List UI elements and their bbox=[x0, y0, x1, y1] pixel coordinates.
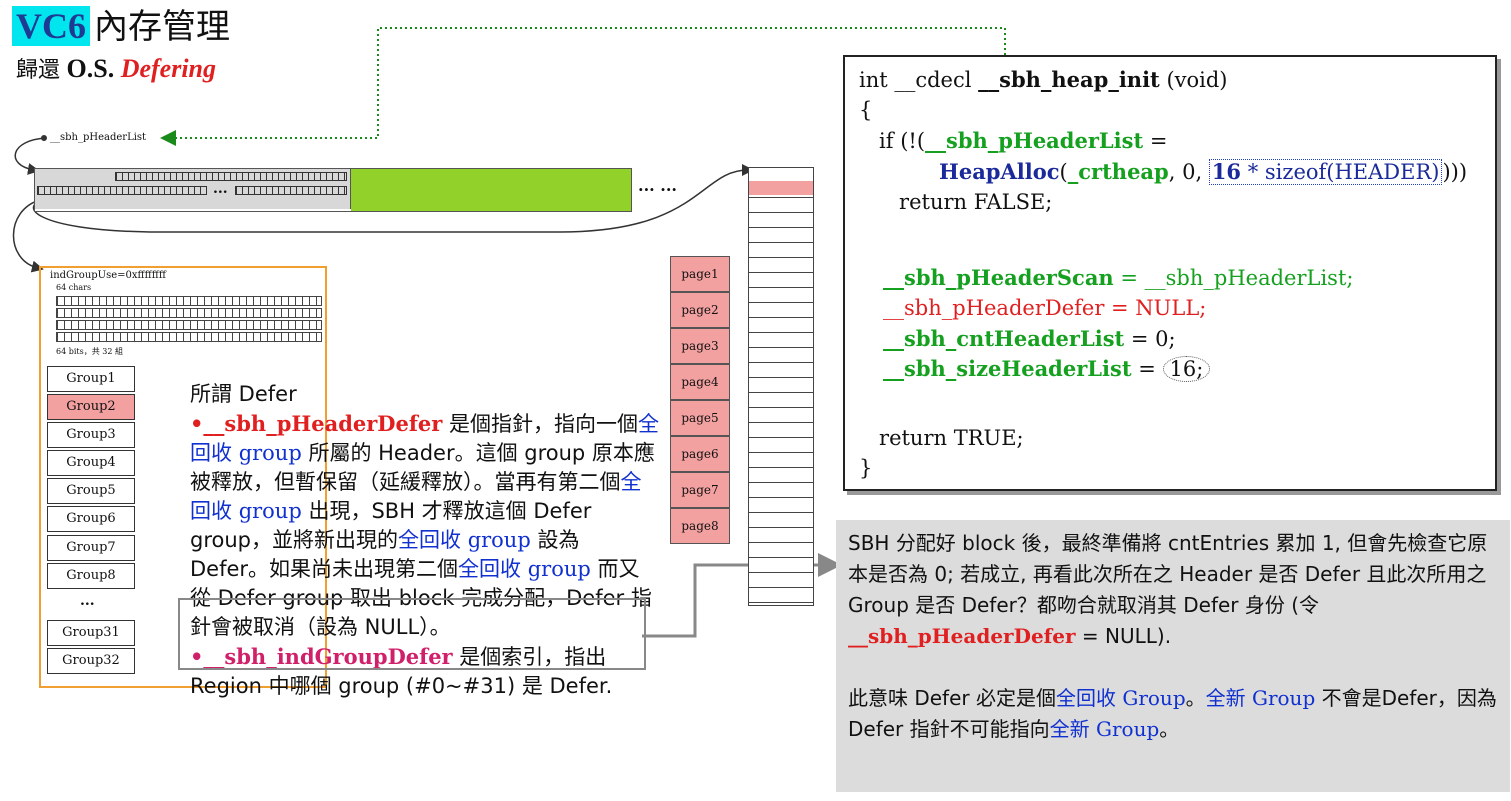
band-ellipsis: ... ... bbox=[638, 176, 677, 195]
page-item: page2 bbox=[670, 292, 730, 328]
group-32: Group32 bbox=[47, 648, 135, 674]
header-band: ... bbox=[34, 168, 632, 212]
var-ind-group-defer: •__sbh_indGroupDefer bbox=[190, 644, 453, 669]
code-line-4: HeapAlloc(_crtheap, 0, 16 * sizeof(HEADE… bbox=[939, 159, 1468, 185]
code-line-12: return TRUE; bbox=[859, 426, 1024, 450]
band-green-part bbox=[351, 169, 631, 211]
subtitle: 歸還 O.S. Defering bbox=[16, 54, 216, 86]
desc-heading: 所謂 Defer bbox=[190, 382, 297, 406]
group-7: Group7 bbox=[47, 535, 135, 561]
region-box bbox=[39, 266, 327, 688]
code-line-5: return FALSE; bbox=[859, 190, 1053, 214]
page-item: page3 bbox=[670, 328, 730, 364]
page-item: page7 bbox=[670, 472, 730, 508]
code-line-3: if (!(__sbh_pHeaderList = bbox=[859, 128, 1168, 153]
code-line-9: __sbh_cntHeaderList = 0; bbox=[883, 326, 1176, 351]
code-line-1: int __cdecl __sbh_heap_init (void) bbox=[859, 67, 1228, 92]
header-list-label: __sbh_pHeaderList bbox=[50, 132, 147, 143]
subtitle-defering: Defering bbox=[120, 54, 217, 83]
page-item: page4 bbox=[670, 364, 730, 400]
code-line-2: { bbox=[859, 98, 873, 122]
desc-bullet-1: •__sbh_pHeaderDefer 是個指針，指向一個全回收 group 所… bbox=[190, 411, 660, 639]
highlight-frame bbox=[178, 598, 646, 670]
band-gray-part: ... bbox=[35, 169, 351, 209]
band-cells-top bbox=[115, 172, 347, 181]
group-31: Group31 bbox=[47, 620, 135, 646]
code-line-8: __sbh_pHeaderDefer = NULL; bbox=[883, 296, 1207, 320]
group-6: Group6 bbox=[47, 506, 135, 532]
page-list: page1 page2 page3 page4 page5 page6 page… bbox=[670, 256, 730, 544]
group-4: Group4 bbox=[47, 450, 135, 476]
band-cells-right bbox=[235, 186, 347, 195]
group-5: Group5 bbox=[47, 478, 135, 504]
page-item: page5 bbox=[670, 400, 730, 436]
headerlist-link bbox=[14, 137, 47, 175]
band-inner-ellipsis: ... bbox=[213, 181, 228, 197]
page-item: page8 bbox=[670, 508, 730, 544]
subtitle-prefix: 歸還 bbox=[16, 58, 61, 83]
title-highlight: VC6 bbox=[12, 6, 90, 46]
note-para-2: 此意味 Defer 必定是個全回收 Group。全新 Group 不會是Defe… bbox=[848, 686, 1497, 741]
code-line-10: __sbh_sizeHeaderList = 16; bbox=[883, 354, 1211, 385]
defer-description: 所謂 Defer •__sbh_pHeaderDefer 是個指針，指向一個全回… bbox=[190, 380, 660, 701]
group-3: Group3 bbox=[47, 422, 135, 448]
var-header-defer: •__sbh_pHeaderDefer bbox=[190, 411, 443, 436]
bitgrid-row-2 bbox=[56, 308, 322, 318]
group-2: Group2 bbox=[47, 394, 135, 420]
code-line-7: __sbh_pHeaderScan = __sbh_pHeaderList; bbox=[883, 265, 1354, 290]
code-line-13: } bbox=[859, 456, 873, 480]
bits-label: 64 bits，共 32 組 bbox=[56, 347, 123, 356]
memory-stripe-highlight bbox=[749, 181, 813, 195]
code-box: int __cdecl __sbh_heap_init (void) { if … bbox=[843, 55, 1497, 491]
desc-bullet-2: •__sbh_indGroupDefer 是個索引，指出 Region 中哪個 … bbox=[190, 644, 613, 698]
memory-stripes bbox=[748, 167, 814, 606]
page-item: page6 bbox=[670, 436, 730, 472]
band-cells-left bbox=[37, 186, 207, 195]
bitgrid-row-4 bbox=[56, 332, 322, 342]
note-para-1: SBH 分配好 block 後，最終準備將 cntEntries 累加 1, 但… bbox=[848, 531, 1488, 648]
group-1: Group1 bbox=[47, 366, 135, 392]
title-text: 內存管理 bbox=[94, 7, 230, 47]
group-8: Group8 bbox=[47, 563, 135, 589]
ind-group-use: indGroupUse=0xffffffff bbox=[50, 270, 166, 281]
subtitle-os: O.S. bbox=[66, 54, 115, 83]
chars-label: 64 chars bbox=[56, 283, 92, 292]
group-ellipsis: ... bbox=[80, 593, 95, 609]
page-item: page1 bbox=[670, 256, 730, 292]
bitgrid-row-3 bbox=[56, 320, 322, 330]
bitgrid-row-1 bbox=[56, 296, 322, 306]
group-link bbox=[12, 199, 44, 273]
note-box: SBH 分配好 block 後，最終準備將 cntEntries 累加 1, 但… bbox=[836, 520, 1510, 792]
